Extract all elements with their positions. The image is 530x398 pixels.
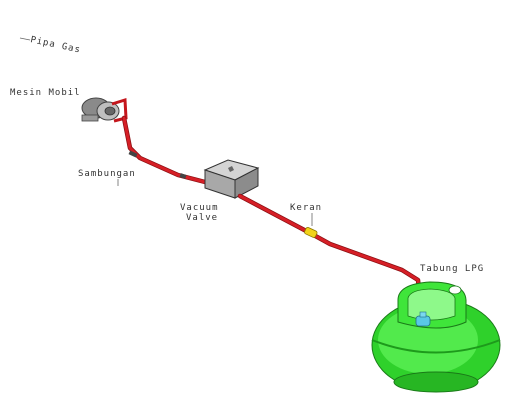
pipe-segment-valve-tank xyxy=(238,194,422,302)
pipe-segment-engine-valve xyxy=(122,116,207,184)
tap-label: Keran xyxy=(290,203,322,213)
engine-icon xyxy=(81,97,128,123)
regulator-icon xyxy=(415,311,431,327)
title-label-group: Pipa Gas xyxy=(19,35,82,56)
pipe-segment-engine-valve-shadow xyxy=(121,115,208,185)
vacuum-valve-icon xyxy=(203,159,260,199)
tap-icon xyxy=(304,227,318,238)
connector-icon xyxy=(128,150,187,179)
vacuum-valve-label-line2: Valve xyxy=(186,213,218,223)
tank-label: Tabung LPG xyxy=(420,264,484,274)
engine-label: Mesin Mobil xyxy=(10,88,81,98)
title-label: Pipa Gas xyxy=(29,35,81,55)
connector-label: Sambungan xyxy=(78,169,136,179)
engine-red-bracket xyxy=(111,98,128,123)
lpg-tank-icon xyxy=(371,281,501,393)
vacuum-valve-label-line1: Vacuum xyxy=(180,203,219,213)
title-leader-line xyxy=(19,37,31,41)
